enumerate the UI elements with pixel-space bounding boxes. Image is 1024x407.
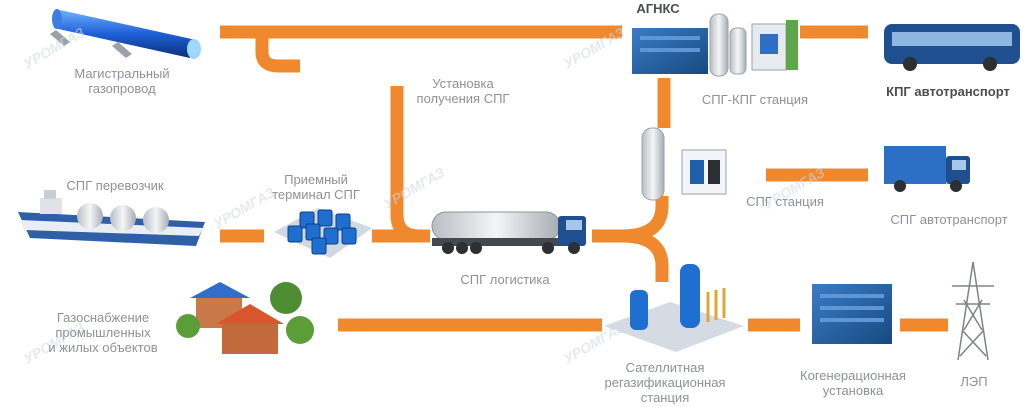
pipeline-icon — [50, 9, 201, 59]
lng-station-icon — [641, 127, 727, 201]
agnks-station-icon — [632, 13, 798, 77]
agnks-label: АГНКС — [636, 1, 680, 16]
lng-station-label: СПГ станция — [746, 194, 824, 209]
power-line-label: ЛЭП — [960, 374, 988, 389]
lng-carrier-icon — [18, 190, 205, 246]
cng-bus-icon — [884, 24, 1020, 71]
lng-transport-label: СПГ автотранспорт — [890, 212, 1008, 227]
power-tower-icon — [952, 261, 994, 361]
lng-logistics-label: СПГ логистика — [460, 272, 550, 287]
houses-icon — [176, 282, 314, 354]
flow-junction-down — [621, 229, 669, 282]
flow-lines — [220, 25, 948, 332]
regas-station-label: Сателлитная регазификационная станция — [604, 360, 726, 405]
lng-cng-station-label: СПГ-КПГ станция — [701, 92, 809, 107]
regas-station-icon — [604, 264, 744, 352]
lng-tanker-truck-icon — [431, 211, 586, 254]
lng-truck-icon — [884, 146, 970, 192]
cogeneration-label: Когенерационная установка — [800, 368, 906, 398]
cng-transport-label: КПГ автотранспорт — [886, 84, 1010, 99]
lng-carrier-label: СПГ перевозчик — [66, 178, 164, 193]
cogeneration-icon — [812, 284, 892, 344]
receiving-terminal-label: Приемный терминал СПГ — [272, 172, 360, 202]
flow-pipeline-branch — [255, 32, 300, 73]
receiving-terminal-icon — [274, 208, 372, 258]
pipeline-label: Магистральный газопровод — [74, 66, 170, 96]
gas-supply-label: Газоснабжение промышленных и жилых объек… — [48, 310, 158, 355]
lng-plant-label: Установка получения СПГ — [416, 76, 510, 106]
flow-plant-to-logistics — [390, 86, 430, 243]
